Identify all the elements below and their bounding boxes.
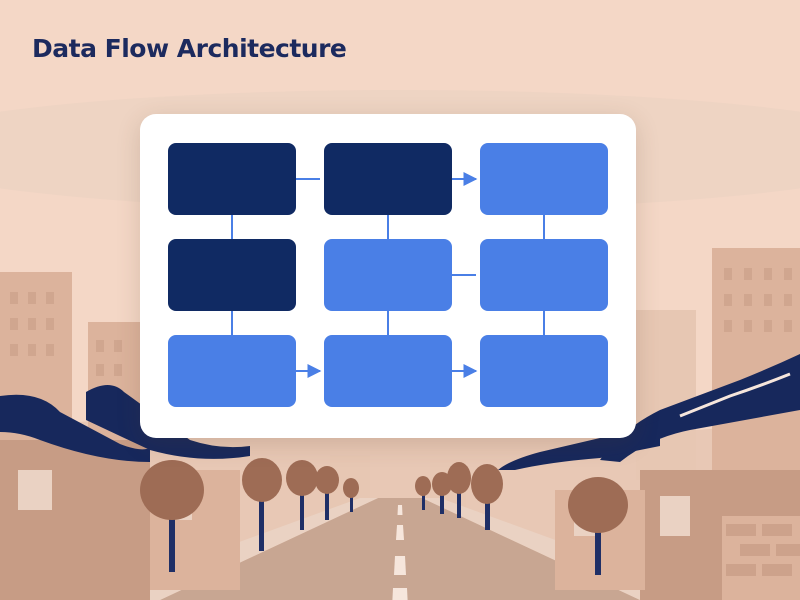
- street-trees: [140, 458, 628, 575]
- road: [160, 498, 640, 600]
- hanok-roof-trim: [679, 372, 791, 418]
- tree: [447, 462, 471, 518]
- tree: [471, 464, 503, 530]
- hanok-window: [660, 496, 690, 536]
- diagram-card: [140, 114, 636, 438]
- tree: [140, 460, 204, 572]
- flow-node-1-1: [324, 239, 452, 311]
- tree: [568, 477, 628, 575]
- stone-wall-bricks: [726, 524, 800, 576]
- data-flow-diagram: [168, 143, 608, 407]
- hanok-roof: [0, 394, 150, 462]
- flow-node-0-2: [480, 143, 608, 215]
- hanok-window: [18, 470, 52, 510]
- flow-node-1-2: [480, 239, 608, 311]
- tree: [286, 460, 318, 530]
- tree: [415, 476, 431, 510]
- page-title: Data Flow Architecture: [32, 34, 347, 63]
- building-windows: [724, 268, 792, 332]
- flow-node-0-0: [168, 143, 296, 215]
- lane-markings: [392, 505, 408, 600]
- tree: [242, 458, 282, 551]
- flow-node-2-0: [168, 335, 296, 407]
- flow-node-2-2: [480, 335, 608, 407]
- hanok-wall: [0, 440, 150, 600]
- distant-building: [636, 310, 696, 480]
- flow-node-2-1: [324, 335, 452, 407]
- hanok-roof: [498, 420, 660, 470]
- flow-node-0-1: [324, 143, 452, 215]
- tree: [315, 466, 339, 520]
- tree: [343, 478, 359, 512]
- flow-node-1-0: [168, 239, 296, 311]
- building-windows: [10, 292, 122, 376]
- hanok-roof: [86, 385, 250, 459]
